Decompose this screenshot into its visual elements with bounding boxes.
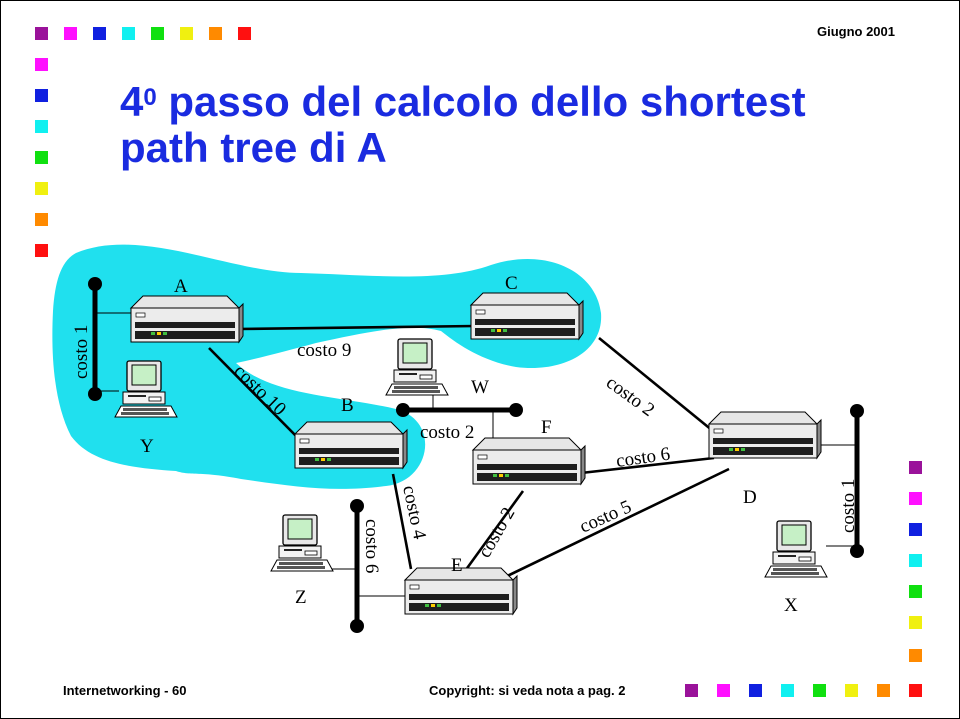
decor-square xyxy=(909,649,925,665)
link-f-d xyxy=(580,456,715,475)
host-w-computer xyxy=(385,338,449,396)
host-label-w: W xyxy=(471,377,489,398)
node-label-e: E xyxy=(451,555,463,576)
decor-square xyxy=(909,684,925,700)
link-f-e xyxy=(463,490,525,572)
decor-square xyxy=(35,182,51,198)
date-label: Giugno 2001 xyxy=(816,24,895,39)
links xyxy=(208,324,730,581)
decor-square xyxy=(238,27,254,43)
node-label-f: F xyxy=(541,417,552,438)
slide-title: 40 passo del calcolo dello shortest path… xyxy=(120,79,806,171)
cost-label-a-c: costo 9 xyxy=(297,340,351,361)
decor-square xyxy=(35,244,51,260)
title-line-2: path tree di A xyxy=(120,124,387,171)
decor-square xyxy=(845,684,861,700)
decor-square xyxy=(180,27,196,43)
title-superscript: 0 xyxy=(143,84,157,111)
decor-square xyxy=(909,616,925,632)
decor-square xyxy=(64,27,80,43)
cost-label-f-d: costo 6 xyxy=(615,444,672,472)
router-b xyxy=(294,421,408,469)
decor-square xyxy=(781,684,797,700)
decor-square xyxy=(35,120,51,136)
decor-square xyxy=(93,27,109,43)
title-rest: passo del calcolo dello shortest xyxy=(156,78,806,125)
link-b-e xyxy=(391,473,413,570)
cost-label-segment-w: costo 2 xyxy=(420,422,474,443)
host-label-z: Z xyxy=(295,587,307,608)
cost-label-segment-a: costo 1 xyxy=(71,325,92,379)
cost-label-f-e: costo 2 xyxy=(474,504,519,562)
decor-square xyxy=(909,554,925,570)
link-a-c xyxy=(235,324,477,331)
lan-segment-endpoints xyxy=(88,277,864,633)
decor-square xyxy=(909,523,925,539)
title-digit: 4 xyxy=(120,78,144,125)
decor-square xyxy=(749,684,765,700)
lan-segments xyxy=(92,284,860,626)
cost-label-e-d: costo 5 xyxy=(576,496,634,537)
decor-square xyxy=(717,684,733,700)
link-a-b xyxy=(208,347,302,442)
decor-square xyxy=(151,27,167,43)
node-label-d: D xyxy=(743,487,757,508)
router-d xyxy=(708,411,822,459)
decor-square xyxy=(35,213,51,229)
router-c xyxy=(470,292,584,340)
decor-square xyxy=(909,585,925,601)
cost-label-segment-x: costo 1 xyxy=(838,479,859,533)
router-a xyxy=(130,295,244,343)
decor-square xyxy=(35,58,51,74)
decor-square xyxy=(877,684,893,700)
decor-square xyxy=(813,684,829,700)
host-x-computer xyxy=(764,520,828,578)
footer-copyright: Copyright: si veda nota a pag. 2 xyxy=(429,683,626,698)
node-label-c: C xyxy=(505,273,518,294)
router-f xyxy=(472,437,586,485)
host-z-computer xyxy=(270,514,334,572)
host-label-x: X xyxy=(784,595,798,616)
decor-square xyxy=(122,27,138,43)
decor-square xyxy=(209,27,225,43)
decor-square xyxy=(909,492,925,508)
node-label-a: A xyxy=(174,276,188,297)
link-e-d xyxy=(500,467,730,581)
decor-square xyxy=(909,461,925,477)
decor-square xyxy=(35,151,51,167)
node-label-b: B xyxy=(341,395,354,416)
decor-square xyxy=(35,27,51,43)
cost-label-segment-z: costo 6 xyxy=(361,519,382,573)
host-label-y: Y xyxy=(140,436,154,457)
link-c-d xyxy=(598,336,714,433)
decor-square xyxy=(685,684,701,700)
decor-square xyxy=(35,89,51,105)
footer-course-label: Internetworking - 60 xyxy=(63,683,187,698)
